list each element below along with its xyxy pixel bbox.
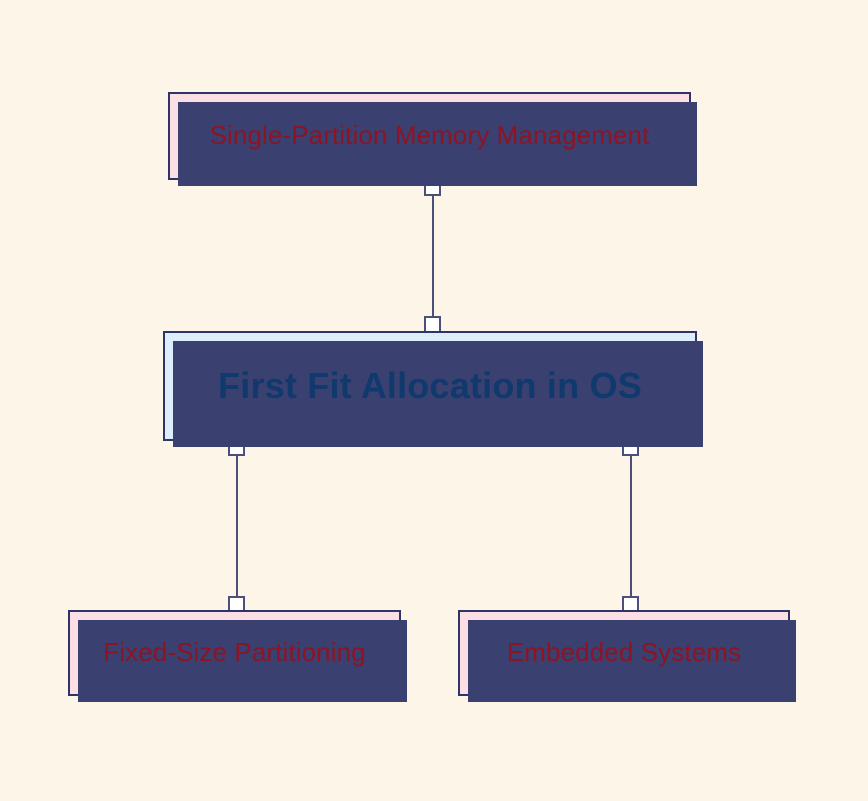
- connector-line: [431, 180, 434, 332]
- node-single-partition-memory-management[interactable]: Single-Partition Memory Management: [168, 92, 697, 186]
- connector-line: [235, 440, 238, 612]
- node-label: Single-Partition Memory Management: [209, 120, 650, 151]
- connector-line: [629, 440, 632, 612]
- node-fixed-size-partitioning[interactable]: Fixed-Size Partitioning: [68, 610, 407, 702]
- node-label: Fixed-Size Partitioning: [103, 637, 366, 668]
- node-label: First Fit Allocation in OS: [218, 365, 642, 407]
- node-first-fit-allocation-in-os[interactable]: First Fit Allocation in OS: [163, 331, 703, 447]
- node-embedded-systems[interactable]: Embedded Systems: [458, 610, 796, 702]
- connector-center-to-left[interactable]: [228, 432, 245, 620]
- connector-center-to-right[interactable]: [622, 432, 639, 620]
- connector-root-to-center[interactable]: [424, 172, 441, 340]
- node-label: Embedded Systems: [506, 637, 742, 668]
